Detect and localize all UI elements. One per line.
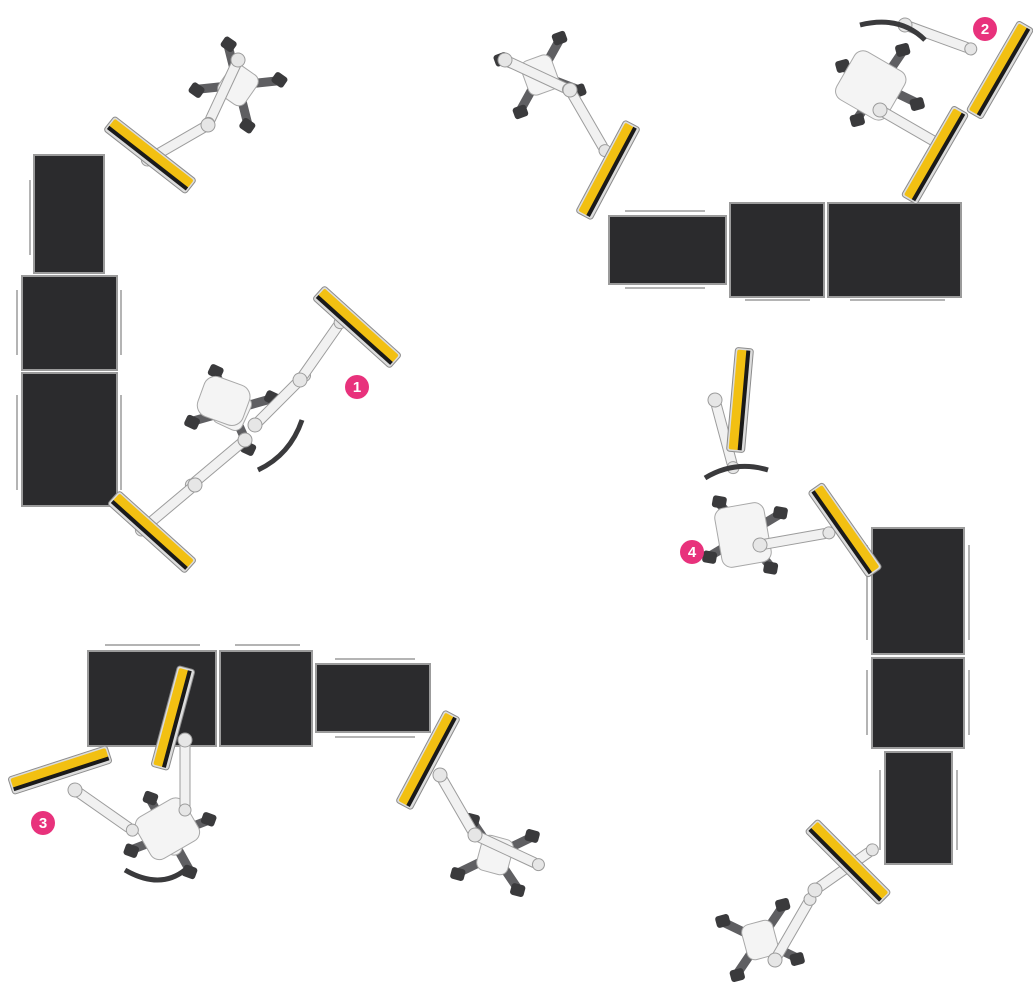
setup-badge: 4 — [680, 540, 704, 564]
setup-number: 2 — [981, 21, 989, 38]
mobile-imaging-cart — [103, 35, 401, 573]
setup-number: 4 — [688, 544, 697, 561]
setup-2: 2 — [493, 16, 1033, 300]
table-pad — [22, 373, 117, 506]
table-pad — [88, 651, 216, 746]
setup-number: 1 — [353, 379, 361, 396]
table-pad — [872, 528, 964, 654]
table-pad — [34, 155, 104, 273]
operating-table — [88, 645, 430, 746]
setup-4: 4 — [680, 347, 969, 982]
mobile-imaging-cart — [702, 347, 891, 982]
setup-badge: 1 — [345, 375, 369, 399]
monitor — [727, 347, 754, 452]
operating-table — [17, 155, 121, 506]
monitor — [103, 116, 196, 194]
setup-1: 1 — [17, 35, 402, 573]
monitor — [901, 105, 969, 204]
operating-table — [867, 528, 969, 864]
table-pad — [828, 203, 961, 297]
monitor — [576, 120, 641, 220]
setup-badge: 3 — [31, 811, 55, 835]
table-pad — [609, 216, 726, 284]
monitor — [312, 286, 401, 369]
setup-badge: 2 — [973, 17, 997, 41]
table-pad — [885, 752, 952, 864]
table-pad — [872, 658, 964, 748]
table-pad — [22, 276, 117, 370]
setup-3: 3 — [8, 645, 547, 898]
table-pad — [220, 651, 312, 746]
monitor — [8, 745, 112, 794]
monitor — [107, 491, 196, 574]
table-pad — [730, 203, 824, 297]
setup-number: 3 — [39, 815, 47, 832]
mobile-imaging-cart — [493, 16, 1033, 220]
operating-table — [609, 203, 961, 300]
table-pad — [316, 664, 430, 732]
